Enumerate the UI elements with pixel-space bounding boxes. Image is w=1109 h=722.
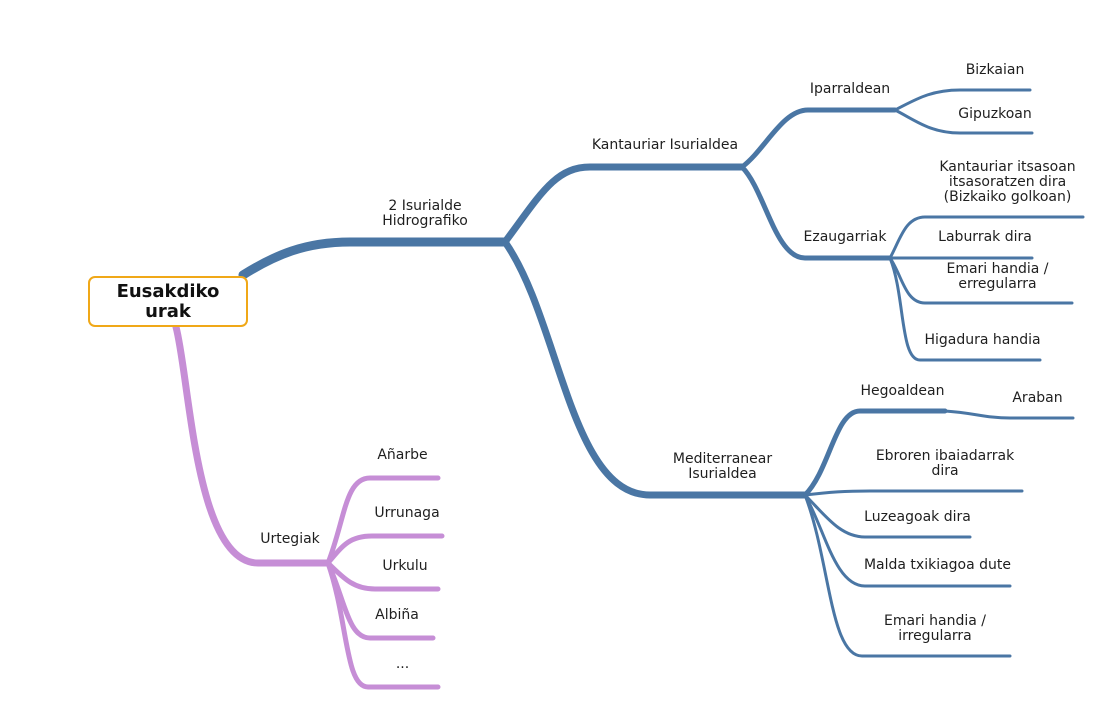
connector-urtegiak xyxy=(172,323,332,567)
node-hegoaldean[interactable]: Hegoaldean xyxy=(860,383,945,399)
node-bizkaian[interactable]: Bizkaian xyxy=(965,62,1025,78)
connector-luzeagoak xyxy=(803,493,972,539)
node-urtegiak[interactable]: Urtegiak xyxy=(260,531,320,547)
connector-root-isurialde xyxy=(238,237,510,280)
node-isurialde-hidrografiko[interactable]: 2 Isurialde Hidrografiko xyxy=(382,198,468,229)
connector-ellipsis xyxy=(325,560,441,690)
connector-kantauriar-itsasoan xyxy=(888,215,1085,260)
node-gipuzkoan[interactable]: Gipuzkoan xyxy=(958,106,1032,122)
node-higadura-handia[interactable]: Higadura handia xyxy=(924,332,1041,348)
connector-hegoaldean xyxy=(802,408,948,498)
connector-ebroren xyxy=(803,489,1024,497)
node-ezaugarriak[interactable]: Ezaugarriak xyxy=(803,229,887,245)
connector-emari-irregularra xyxy=(803,493,1012,658)
node-ellipsis[interactable]: ... xyxy=(395,656,410,672)
node-luzeagoak-dira[interactable]: Luzeagoak dira xyxy=(864,509,971,525)
connector-ezaugarriak xyxy=(739,164,893,261)
node-kantauriar-isurialdea[interactable]: Kantauriar Isurialdea xyxy=(591,137,739,153)
node-emari-irregularra[interactable]: Emari handia / irregularra xyxy=(883,613,986,644)
node-ebroren-ibaiadarrak[interactable]: Ebroren ibaiadarrak dira xyxy=(875,448,1015,479)
connector-mediterranear xyxy=(501,238,809,499)
node-malda-txikiagoa[interactable]: Malda txikiagoa dute xyxy=(863,557,1012,573)
node-iparraldean[interactable]: Iparraldean xyxy=(809,81,891,97)
node-urrunaga[interactable]: Urrunaga xyxy=(374,505,440,521)
connector-araban xyxy=(943,409,1075,420)
node-urkulu[interactable]: Urkulu xyxy=(382,558,428,574)
connector-bizkaian xyxy=(893,88,1032,112)
connector-gipuzkoan xyxy=(893,108,1034,135)
node-emari-erregularra[interactable]: Emari handia / erregularra xyxy=(946,261,1049,292)
root-node-eusakdiko-urak[interactable]: Eusakdiko urak xyxy=(88,276,248,327)
node-albina[interactable]: Albiña xyxy=(375,607,419,623)
connector-emari-erregularra xyxy=(888,256,1074,305)
connector-malda xyxy=(803,493,1012,588)
connector-urrunaga xyxy=(325,533,445,566)
connector-urkulu xyxy=(325,560,441,592)
node-anarbe[interactable]: Añarbe xyxy=(377,447,428,463)
node-mediterranear-isurialdea[interactable]: Mediterranear Isurialdea xyxy=(672,451,773,482)
connector-kantauriar xyxy=(501,163,746,246)
connector-iparraldean xyxy=(739,107,898,170)
node-kantauriar-itsasoan[interactable]: Kantauriar itsasoan itsasoratzen dira (B… xyxy=(939,159,1076,205)
node-araban[interactable]: Araban xyxy=(1012,390,1063,406)
connector-anarbe xyxy=(325,475,441,566)
connector-higadura xyxy=(888,256,1042,362)
node-laburrak-dira[interactable]: Laburrak dira xyxy=(938,229,1032,245)
